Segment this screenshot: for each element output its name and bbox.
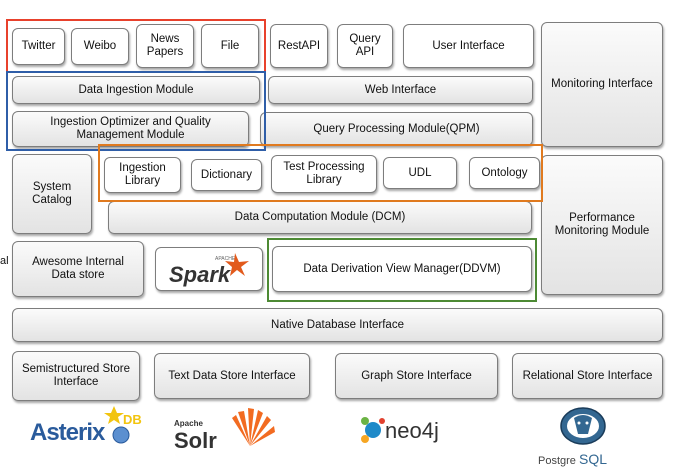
weibo-label: Weibo <box>83 40 117 52</box>
native-database-interface: Native Database Interface <box>12 308 663 342</box>
graph-label: Graph Store Interface <box>361 369 472 382</box>
text-data-label: Text Data Store Interface <box>168 369 296 382</box>
query-api-label: Query API <box>349 33 381 58</box>
ontology-box: Ontology <box>469 157 540 189</box>
text-processing-library-label: Test Processing Library <box>283 161 365 186</box>
text-data-store-interface: Text Data Store Interface <box>154 353 310 399</box>
solr-logo: Apache Solr <box>168 404 278 454</box>
postgres-elephant-icon <box>560 407 606 445</box>
system-catalog-label: System Catalog <box>32 181 72 206</box>
udl-box: UDL <box>383 157 457 189</box>
monitoring-interface-label: Monitoring Interface <box>551 78 653 90</box>
performance-monitoring-label: Performance Monitoring Module <box>554 212 650 237</box>
spark-logo: APACHE Spark <box>169 253 249 287</box>
dictionary-label: Dictionary <box>200 168 253 181</box>
spark-small-text: APACHE <box>215 256 236 262</box>
solr-small-text: Apache <box>174 419 203 428</box>
udl-label: UDL <box>408 166 432 179</box>
dictionary-box: Dictionary <box>191 159 262 191</box>
edge-text-fragment: al <box>0 255 8 267</box>
spark-text: Spark <box>169 262 232 287</box>
ddvm-frame-green <box>267 238 537 302</box>
asterix-globe-icon <box>112 426 130 444</box>
query-processing-label: Query Processing Module(QPM) <box>313 122 480 135</box>
relational-label: Relational Store Interface <box>522 369 653 382</box>
postgres-sql-text: SQL <box>579 451 607 467</box>
text-processing-library-box: Test Processing Library <box>271 155 377 193</box>
file-label: File <box>220 39 240 52</box>
ddvm-label: Data Derivation View Manager(DDVM) <box>303 262 501 275</box>
web-interface-box: Web Interface <box>268 76 533 104</box>
user-interface-box: User Interface <box>403 24 534 68</box>
twitter-box: Twitter <box>12 28 65 65</box>
ingestion-library-label: Ingestion Library <box>119 162 166 187</box>
system-catalog-box: System Catalog <box>12 154 92 234</box>
postgres-text: Postgre <box>538 455 576 467</box>
asterix-db-text: DB <box>123 412 142 427</box>
ontology-label: Ontology <box>481 166 528 179</box>
solr-text: Solr <box>174 428 217 453</box>
awesome-internal-data-store: Awesome Internal Data store <box>12 241 144 297</box>
ingestion-frame-blue <box>6 71 266 151</box>
news-papers-label: News Papers <box>146 33 184 58</box>
asterix-text: Asterix <box>30 419 106 446</box>
postgresql-logo: Postgre SQL <box>528 404 638 470</box>
asterix-star-icon <box>104 406 124 424</box>
query-api-box: Query API <box>337 24 393 68</box>
ingestion-optimizer-module: Ingestion Optimizer and Quality Manageme… <box>12 111 249 147</box>
awesome-internal-label: Awesome Internal Data store <box>32 256 124 281</box>
spark-star-icon <box>225 253 249 276</box>
twitter-label: Twitter <box>21 40 56 52</box>
data-computation-module: Data Computation Module (DCM) <box>108 201 532 234</box>
rest-api-box: RestAPI <box>270 24 328 68</box>
rest-api-label: RestAPI <box>277 39 321 52</box>
data-ingestion-module: Data Ingestion Module <box>12 76 260 104</box>
news-papers-box: News Papers <box>136 24 194 68</box>
monitoring-interface-box: Monitoring Interface <box>541 22 663 147</box>
semistructured-store-interface: Semistructured Store Interface <box>12 351 140 401</box>
relational-store-interface: Relational Store Interface <box>512 353 663 399</box>
ddvm-box: Data Derivation View Manager(DDVM) <box>272 246 532 292</box>
neo4j-text: neo4j <box>385 418 439 443</box>
graph-store-interface: Graph Store Interface <box>335 353 498 399</box>
neo4j-graph-icon <box>365 422 381 438</box>
weibo-box: Weibo <box>71 28 129 65</box>
performance-monitoring-module: Performance Monitoring Module <box>541 155 663 295</box>
semistructured-label: Semistructured Store Interface <box>21 363 130 388</box>
data-computation-label: Data Computation Module (DCM) <box>234 211 406 223</box>
ingestion-library-box: Ingestion Library <box>104 157 181 193</box>
query-processing-module: Query Processing Module(QPM) <box>260 112 533 146</box>
data-sources-frame-red <box>6 19 266 73</box>
data-ingestion-label: Data Ingestion Module <box>78 83 194 96</box>
user-interface-label: User Interface <box>432 39 505 52</box>
ingestion-optimizer-label: Ingestion Optimizer and Quality Manageme… <box>50 116 211 141</box>
native-db-label: Native Database Interface <box>271 318 404 331</box>
web-interface-label: Web Interface <box>364 83 437 96</box>
asterixdb-logo: Asterix DB <box>22 404 152 454</box>
solr-sunburst-icon <box>232 408 275 446</box>
spark-logo-box: APACHE Spark <box>155 247 263 291</box>
file-box: File <box>201 24 259 68</box>
libraries-frame-orange <box>98 144 543 202</box>
neo4j-logo: neo4j <box>355 408 465 452</box>
